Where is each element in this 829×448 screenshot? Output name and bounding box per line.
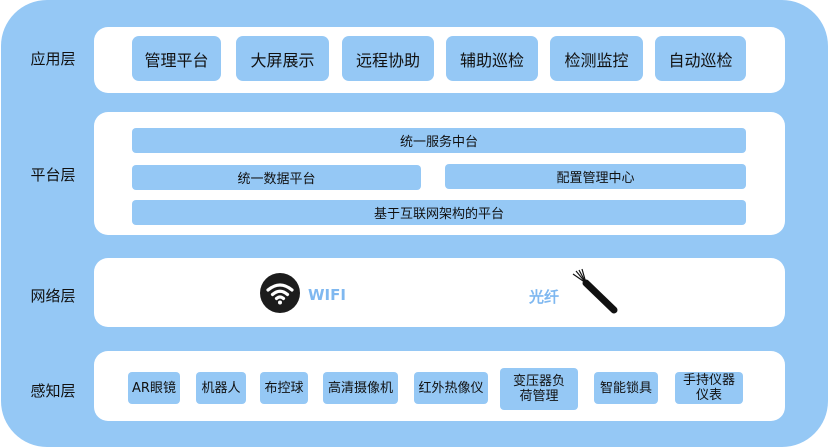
app-item-management-platform: 管理平台 [132,36,221,81]
sense-item-handheld-instrument: 手持仪器 仪表 [675,372,743,404]
internet-platform-bar: 基于互联网架构的平台 [132,200,746,225]
sense-item-robot: 机器人 [196,372,246,404]
sense-item-infrared-imager: 红外热像仪 [414,372,488,404]
sensing-layer-label: 感知层 [30,382,76,400]
app-item-aux-inspection: 辅助巡检 [446,36,538,81]
unified-service-bar: 统一服务中台 [132,128,746,153]
wifi-icon [260,273,300,313]
app-item-remote-assist: 远程协助 [342,36,434,81]
sense-item-ar-glasses: AR眼镜 [128,372,180,404]
fiber-cable-icon [572,268,618,314]
sense-item-surveillance-ball: 布控球 [260,372,308,404]
network-layer-label: 网络层 [30,287,76,305]
sense-item-smart-lock: 智能锁具 [594,372,658,404]
unified-data-bar: 统一数据平台 [132,165,421,190]
app-item-auto-inspection: 自动巡检 [655,36,746,81]
config-center-bar: 配置管理中心 [445,164,746,189]
app-item-big-screen: 大屏展示 [236,36,329,81]
network-layer-panel [94,258,785,327]
platform-layer-label: 平台层 [30,166,76,184]
wifi-label: WIFI [308,286,346,304]
app-layer-label: 应用层 [30,50,76,68]
sense-item-hd-camera: 高清摄像机 [323,372,398,404]
fiber-label: 光纤 [529,288,560,306]
app-item-detection-monitoring: 检测监控 [550,36,643,81]
sense-item-transformer-load: 变压器负 荷管理 [500,368,578,410]
